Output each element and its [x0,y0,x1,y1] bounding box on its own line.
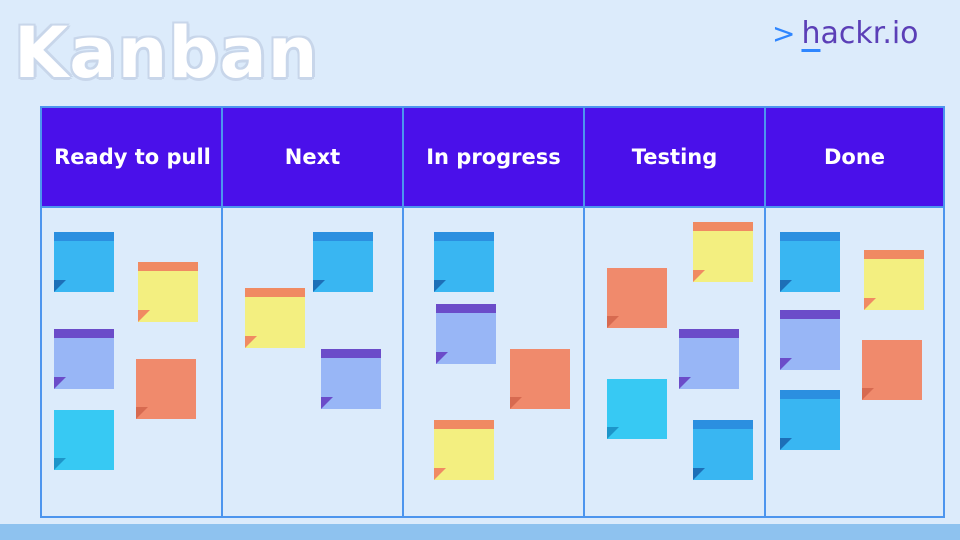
sticky-note[interactable] [138,262,198,322]
sticky-note[interactable] [54,410,114,470]
logo-chevron-icon: > [772,17,796,50]
logo-h: h [801,16,821,51]
column-in-progress: In progress [402,108,583,516]
column-header-next: Next [223,108,402,208]
bottom-bar [0,524,960,540]
sticky-note[interactable] [862,340,922,400]
sticky-note[interactable] [679,329,739,389]
kanban-title: Kanban [14,12,319,94]
sticky-note[interactable] [607,379,667,439]
sticky-note[interactable] [136,359,196,419]
sticky-note[interactable] [864,250,924,310]
column-header-in-progress: In progress [404,108,583,208]
sticky-note[interactable] [436,304,496,364]
column-testing: Testing [583,108,764,516]
sticky-note[interactable] [434,232,494,292]
sticky-note[interactable] [321,349,381,409]
sticky-note[interactable] [693,420,753,480]
column-header-testing: Testing [585,108,764,208]
sticky-note[interactable] [693,222,753,282]
sticky-note[interactable] [313,232,373,292]
sticky-note[interactable] [780,310,840,370]
logo-text: ackr.io [820,16,919,51]
sticky-note[interactable] [780,390,840,450]
sticky-note[interactable] [434,420,494,480]
sticky-note[interactable] [780,232,840,292]
column-header-ready-to-pull: Ready to pull [42,108,223,208]
sticky-note[interactable] [607,268,667,328]
kanban-board: Ready to pull Next In progress Testing D… [40,106,945,518]
column-done: Done [764,108,943,516]
sticky-note[interactable] [54,232,114,292]
sticky-note[interactable] [510,349,570,409]
column-ready-to-pull: Ready to pull [42,108,223,516]
column-header-done: Done [766,108,943,208]
sticky-note[interactable] [245,288,305,348]
sticky-note[interactable] [54,329,114,389]
column-next: Next [221,108,402,516]
